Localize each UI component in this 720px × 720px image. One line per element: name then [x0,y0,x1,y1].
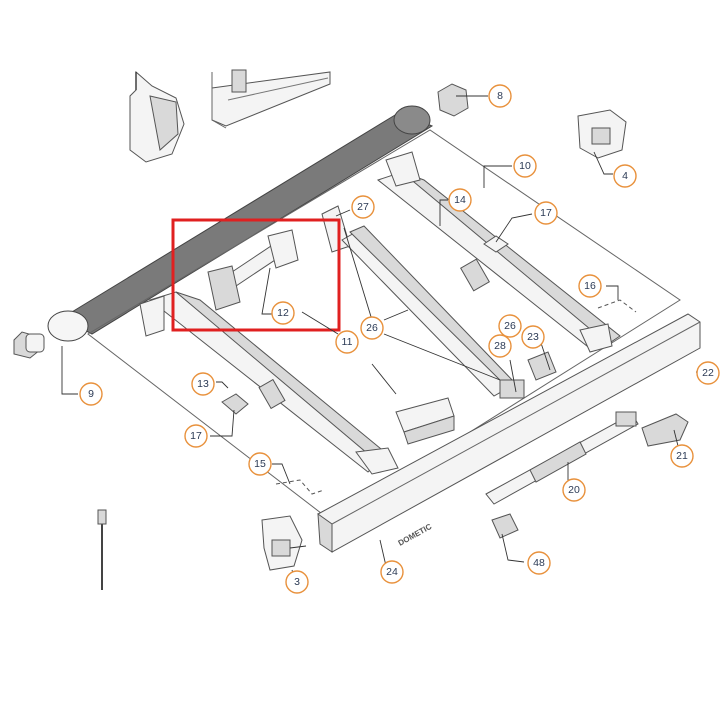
callout-circle [448,188,472,212]
cover-17a [221,393,249,415]
callout-circle [513,154,537,178]
callout-circle [578,274,602,298]
callout-number: 13 [197,378,209,390]
callout-15: 15 [248,452,272,476]
callout-circle [285,570,309,594]
callout-number: 10 [519,160,531,172]
callout-12: 12 [271,301,295,325]
callout-circle [351,195,375,219]
callout-circle [498,314,522,338]
callout-circle [184,424,208,448]
callout-number: 4 [622,170,628,182]
callout-number: 17 [540,207,552,219]
callout-20: 20 [562,478,586,502]
callout-circle [360,316,384,340]
callout-22: 22 [696,361,720,385]
cover-17b [483,235,509,253]
callout-17: 17 [534,201,558,225]
callout-circle [527,551,551,575]
left-end-plug [13,331,45,359]
callout-13: 13 [191,372,215,396]
end-bracket-21 [641,413,689,447]
callout-3: 3 [285,570,309,594]
right-end-plug [437,83,469,117]
right-bracket [577,109,627,159]
callout-number: 16 [584,280,596,292]
right-arm [376,151,621,353]
callout-16: 16 [578,274,602,298]
top-rail-fragment [211,69,331,129]
callout-circle [562,478,586,502]
callout-circle [380,560,404,584]
callout-9: 9 [79,382,103,406]
callout-21: 21 [670,444,694,468]
callout-number: 12 [277,307,289,319]
end-cap-part [129,70,185,163]
cross-bar-part [207,229,299,311]
callout-circle [534,201,558,225]
callout-circle [335,330,359,354]
callout-24: 24 [380,560,404,584]
callout-11: 11 [335,330,359,354]
seal-strip-15 [275,479,325,495]
callout-number: 3 [294,576,300,588]
plate-11 [395,397,455,445]
callout-26: 26 [360,316,384,340]
bracket-3 [261,515,303,571]
callout-number: 8 [497,90,503,102]
callout-number: 28 [494,340,506,352]
center-strut [321,205,525,399]
callout-number: 20 [568,484,580,496]
callout-number: 14 [454,194,466,206]
callout-number: 23 [527,331,539,343]
callout-26: 26 [498,314,522,338]
callout-number: 48 [533,557,545,569]
leader-lines [61,95,700,583]
callout-number: 26 [504,320,516,332]
callout-number: 9 [88,388,94,400]
callout-number: 27 [357,201,369,213]
callout-circle [488,334,512,358]
callout-circle [79,382,103,406]
callout-circle [248,452,272,476]
callout-number: 22 [702,367,714,379]
callout-circle [191,372,215,396]
callout-23: 23 [521,325,545,349]
bracket-48 [491,513,519,539]
callout-10: 10 [513,154,537,178]
tension-rod [97,509,107,590]
roller-tube [47,105,681,521]
callout-4: 4 [613,164,637,188]
callout-circle [696,361,720,385]
callout-circle [488,84,512,108]
callout-circle [670,444,694,468]
highlight-box [171,218,341,332]
callout-circle [271,301,295,325]
callout-circle [613,164,637,188]
callout-48: 48 [527,551,551,575]
callout-circle [521,325,545,349]
callout-number: 11 [342,336,353,348]
callout-number: 17 [190,430,202,442]
callout-number: 26 [366,322,378,334]
callout-17: 17 [184,424,208,448]
callout-8: 8 [488,84,512,108]
clip-23 [527,351,557,381]
callout-14: 14 [448,188,472,212]
left-arm [139,291,399,475]
seal-strip-16 [597,299,637,313]
callout-28: 28 [488,334,512,358]
lower-strut [485,411,639,505]
callout-number: 15 [254,458,266,470]
callout-27: 27 [351,195,375,219]
brand-mark: DOMETIC [397,522,434,548]
callout-number: 21 [676,450,688,462]
callout-number: 24 [386,566,398,578]
